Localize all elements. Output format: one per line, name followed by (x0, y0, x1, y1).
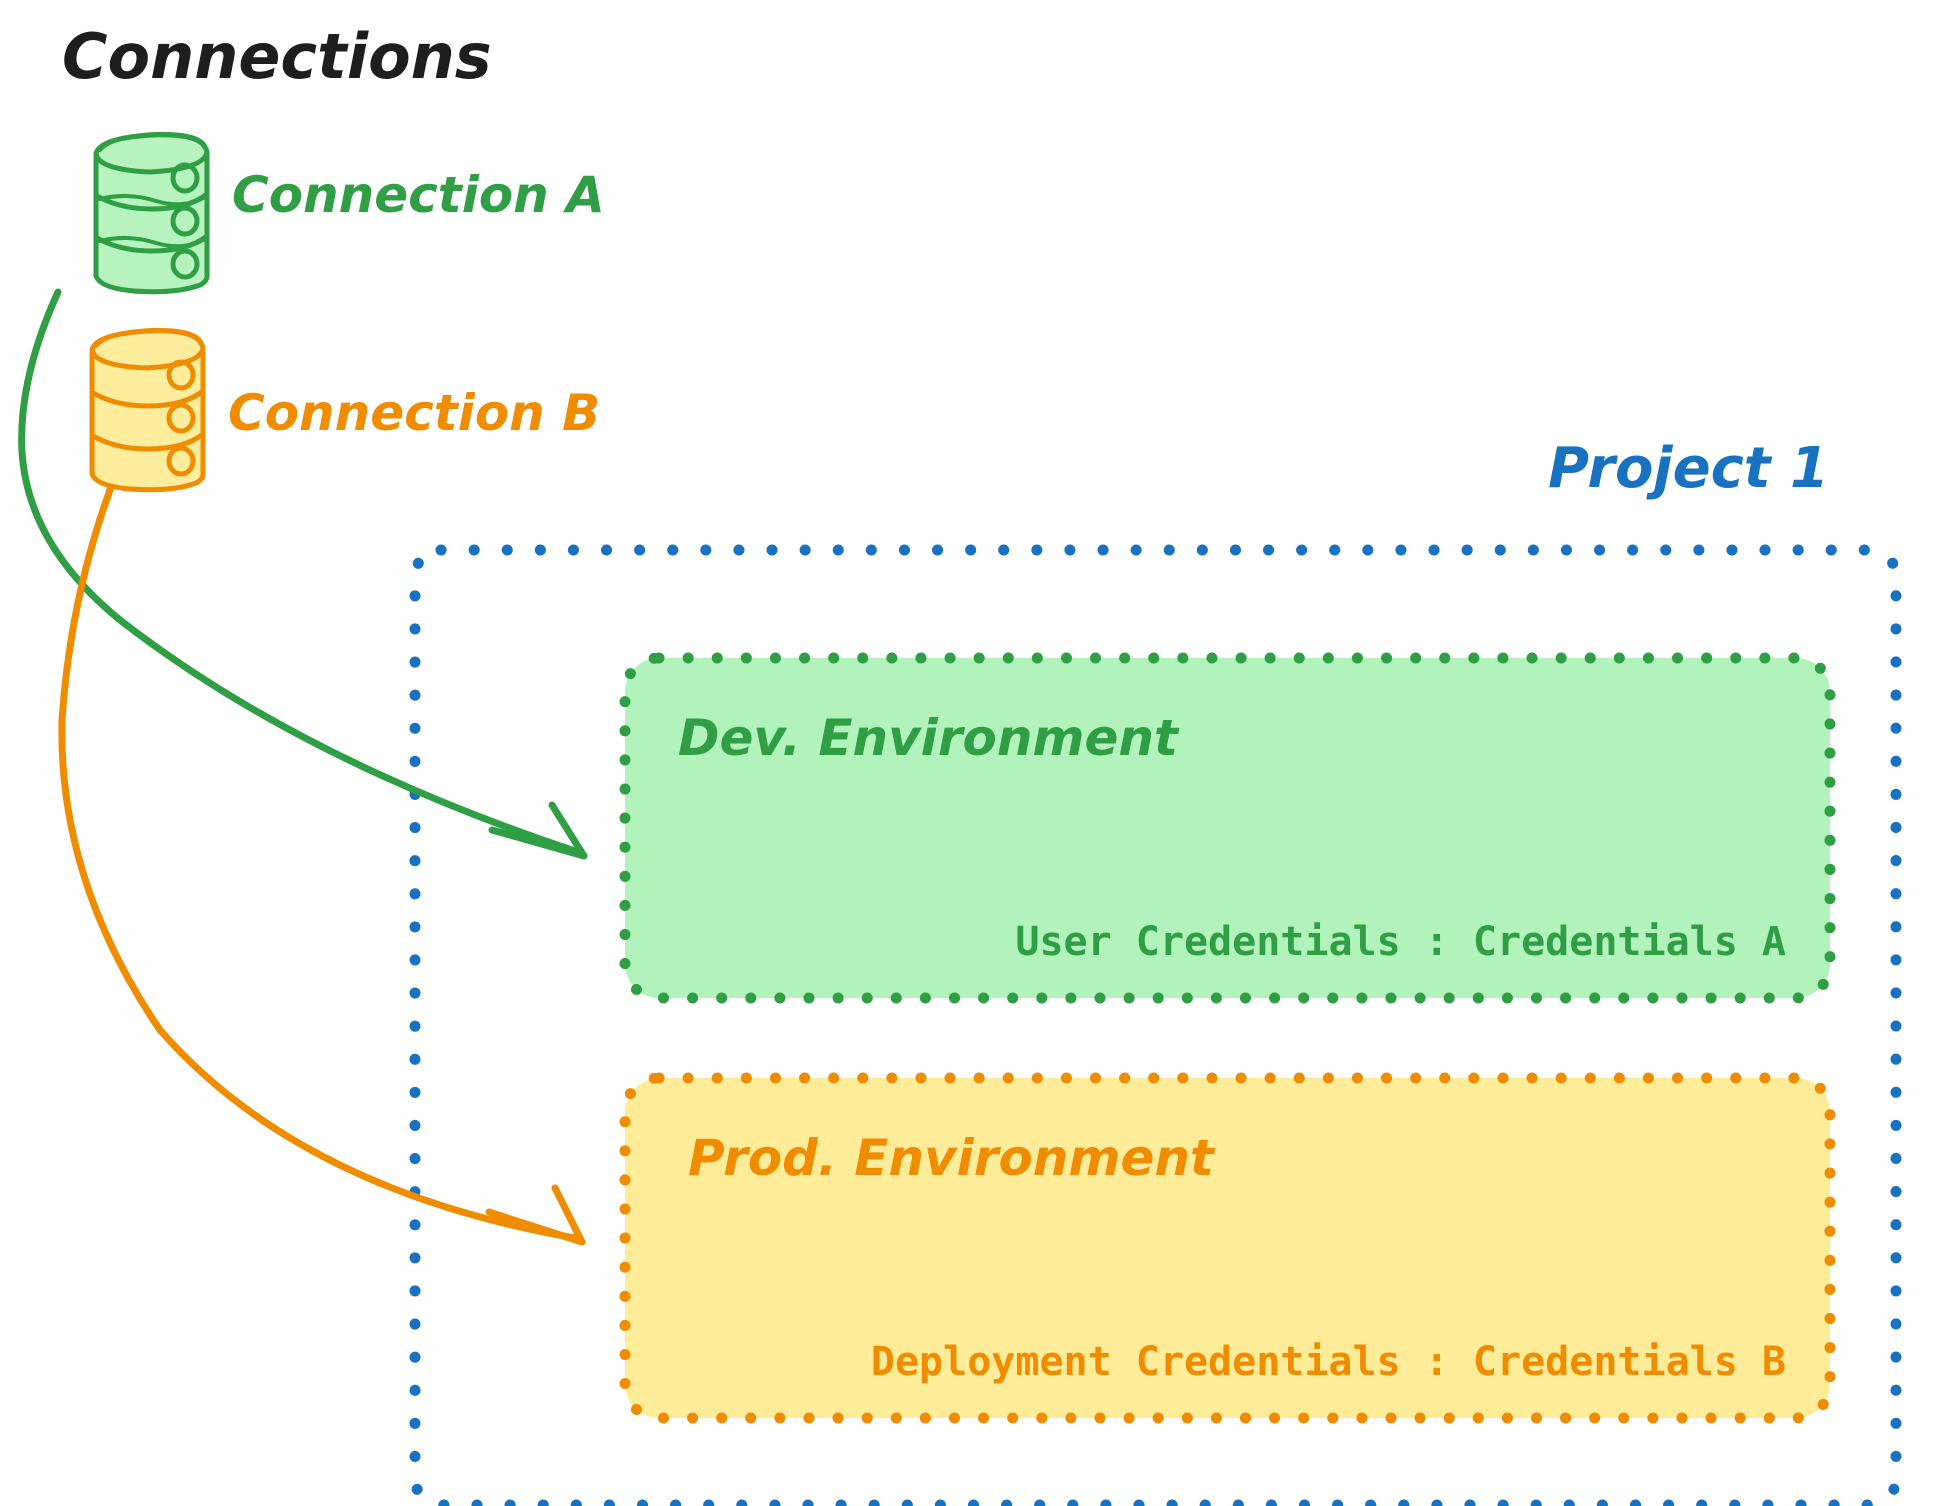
database-cylinder-icon-a[interactable] (93, 131, 210, 295)
cylinder-a-led-3 (170, 248, 200, 280)
cylinder-b-led-3 (166, 445, 196, 477)
dev-environment-title: Dev. Environment (678, 709, 1180, 767)
cylinder-b-body (89, 347, 206, 493)
cylinder-a-led-2 (170, 205, 200, 237)
cylinder-a-top-sketch (98, 131, 207, 152)
cylinder-a-fill (95, 133, 207, 293)
prod-environment-credentials: Deployment Credentials : Credentials B (871, 1339, 1786, 1385)
prod-environment-fill (625, 1078, 1830, 1418)
project-container[interactable] (409, 544, 1902, 1506)
arrow-connection-a-to-dev (18, 288, 588, 860)
cylinder-a-led-1 (170, 162, 200, 194)
arrow-connection-b-to-prod (58, 486, 586, 1246)
dev-environment-box[interactable] (619, 652, 1836, 1004)
project-border (409, 544, 1902, 1506)
cylinder-b-fill (91, 329, 203, 491)
cylinder-b-led-1 (166, 359, 196, 391)
dev-environment-credentials: User Credentials : Credentials A (1015, 919, 1786, 965)
arrow-a-head-1 (488, 826, 588, 860)
cylinder-a-band-1b (98, 194, 207, 207)
dev-environment-fill (625, 658, 1830, 998)
cylinder-b-band-2 (90, 431, 206, 452)
connection-a-label: Connection A (232, 166, 605, 224)
cylinder-a-body (93, 151, 210, 295)
page-title: Connections (62, 20, 492, 93)
arrow-a-path (18, 288, 582, 856)
arrow-a-head-2 (548, 801, 588, 860)
cylinder-b-led-2 (166, 402, 196, 434)
cylinder-b-top-sketch (94, 327, 203, 348)
database-cylinder-icon-b[interactable] (89, 327, 206, 493)
connection-b-label: Connection B (228, 384, 600, 442)
cylinder-a-band-2b (98, 236, 207, 249)
prod-environment-box[interactable] (619, 1072, 1836, 1424)
arrow-b-head-2 (551, 1184, 586, 1246)
arrow-b-path (58, 486, 579, 1242)
prod-environment-title: Prod. Environment (688, 1129, 1216, 1187)
cylinder-b-band-1 (90, 388, 206, 409)
arrow-b-head-1 (485, 1208, 586, 1246)
project-label: Project 1 (1548, 436, 1829, 501)
